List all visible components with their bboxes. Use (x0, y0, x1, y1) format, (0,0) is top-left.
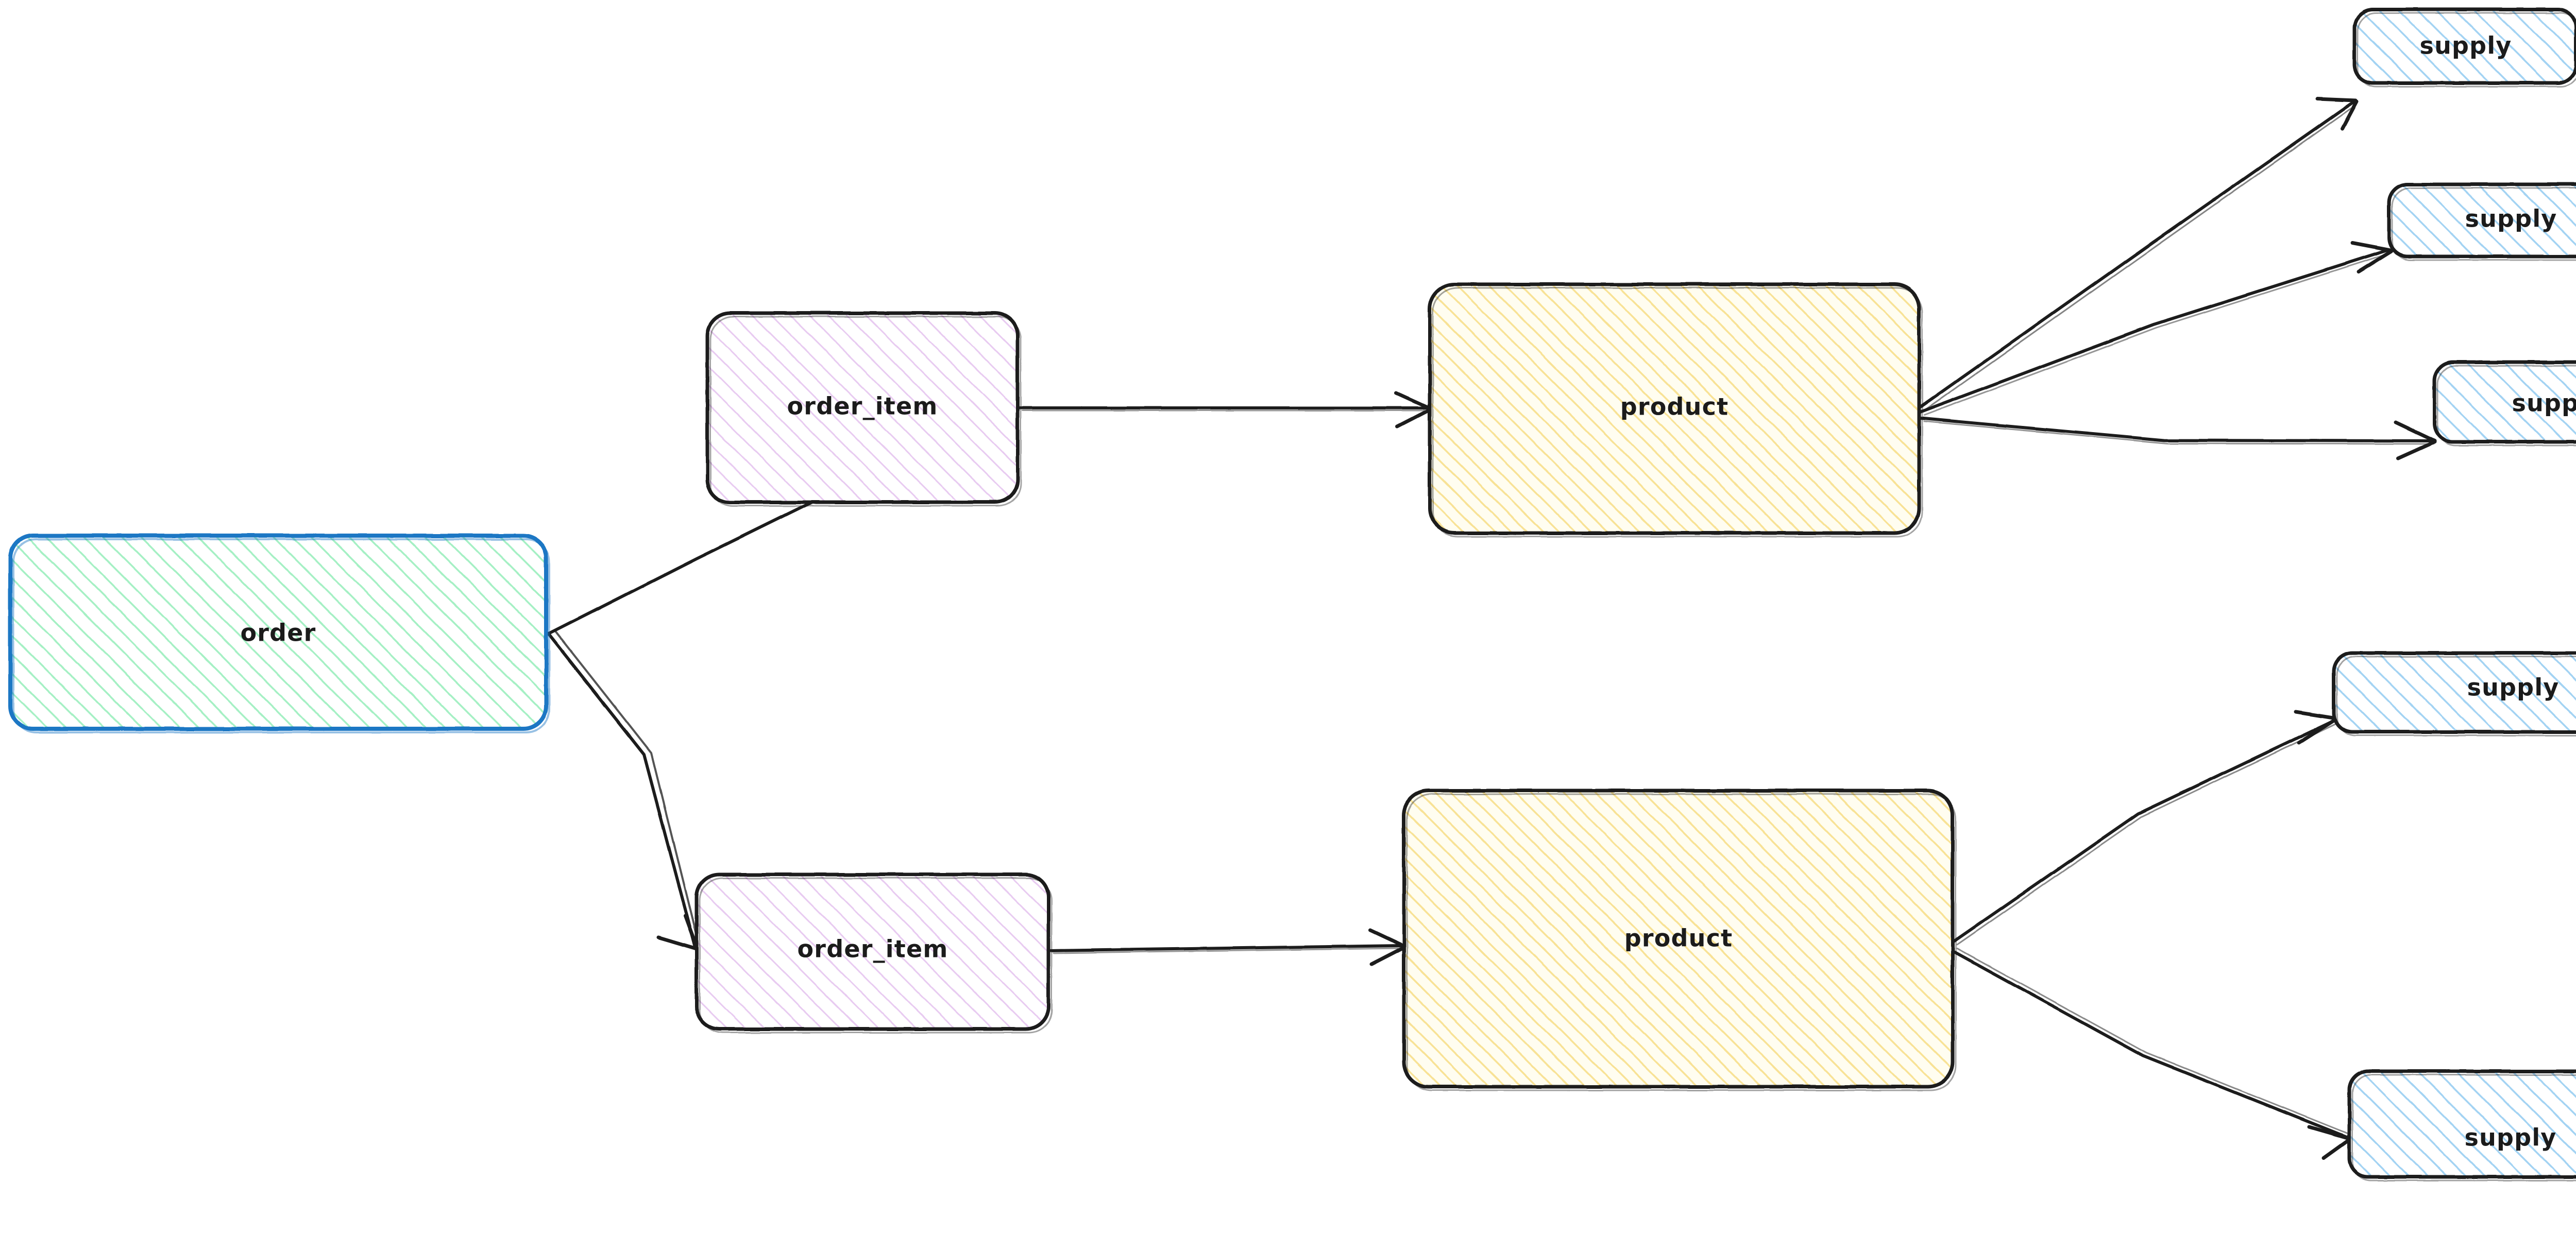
node-supply-5-label: supply (2465, 1124, 2557, 1152)
node-product-2-label: product (1624, 924, 1733, 952)
edge-product-1-to-supply-2 (1919, 241, 2394, 416)
nodes-layer: order order_item order_item product (8, 7, 2576, 1181)
edge-order-item-2-to-product-2 (1048, 928, 1406, 966)
node-supply-1-label: supply (2420, 32, 2512, 60)
node-supply-1[interactable]: supply (2352, 7, 2576, 88)
node-supply-2-label: supply (2465, 205, 2557, 233)
edge-order-to-order-item-2 (547, 630, 700, 952)
node-order-item-2-label: order_item (798, 935, 948, 963)
node-supply-3-label: supply (2512, 389, 2576, 417)
node-supply-2[interactable]: supply (2387, 182, 2576, 261)
node-supply-4-shape-sketch (2336, 656, 2576, 737)
node-order-item-1[interactable]: order_item (705, 311, 1022, 507)
node-supply-5[interactable]: supply (2347, 1069, 2576, 1181)
edge-order-item-1-to-product-1 (1018, 391, 1432, 429)
node-product-1[interactable]: product (1428, 282, 1923, 538)
node-supply-3-shape-sketch (2436, 365, 2576, 447)
node-product-1-shape[interactable] (1428, 282, 1921, 535)
node-order-item-2-shape[interactable] (694, 872, 1050, 1031)
node-supply-4-label: supply (2467, 674, 2560, 701)
node-order-shape-sketch (12, 538, 550, 733)
node-supply-2-shape[interactable] (2387, 182, 2576, 259)
edge-product-1-to-supply-3 (1919, 417, 2437, 460)
node-order-item-1-label: order_item (787, 392, 938, 420)
node-product-2[interactable]: product (1402, 789, 1957, 1091)
node-product-2-shape-sketch (1406, 793, 1957, 1091)
node-order-item-1-shape[interactable] (705, 311, 1020, 504)
node-product-2-shape[interactable] (1402, 789, 1955, 1089)
edge-product-1-to-supply-1 (1919, 97, 2359, 412)
node-supply-5-shape[interactable] (2347, 1069, 2576, 1179)
node-supply-2-shape-sketch (2391, 187, 2576, 261)
node-order-label: order (240, 619, 316, 647)
node-order-item-2-shape-sketch (699, 877, 1053, 1034)
node-supply-4[interactable]: supply (2332, 651, 2576, 737)
node-product-1-shape-sketch (1432, 287, 1923, 538)
node-order[interactable]: order (8, 534, 550, 733)
node-supply-3-shape[interactable] (2432, 360, 2576, 444)
edge-product-2-to-supply-4 (1952, 710, 2338, 946)
node-order-shape[interactable] (8, 534, 548, 731)
edge-product-2-to-supply-5 (1952, 948, 2351, 1160)
node-supply-1-shape[interactable] (2352, 7, 2576, 85)
node-order-item-2[interactable]: order_item (694, 872, 1053, 1034)
node-supply-5-shape-sketch (2351, 1074, 2576, 1181)
edges-layer (546, 97, 2437, 1160)
node-supply-4-shape[interactable] (2332, 651, 2576, 734)
node-product-1-label: product (1620, 393, 1729, 421)
node-order-item-1-shape-sketch (709, 316, 1022, 507)
node-supply-1-shape-sketch (2357, 12, 2576, 88)
node-supply-3[interactable]: supply (2432, 360, 2576, 447)
